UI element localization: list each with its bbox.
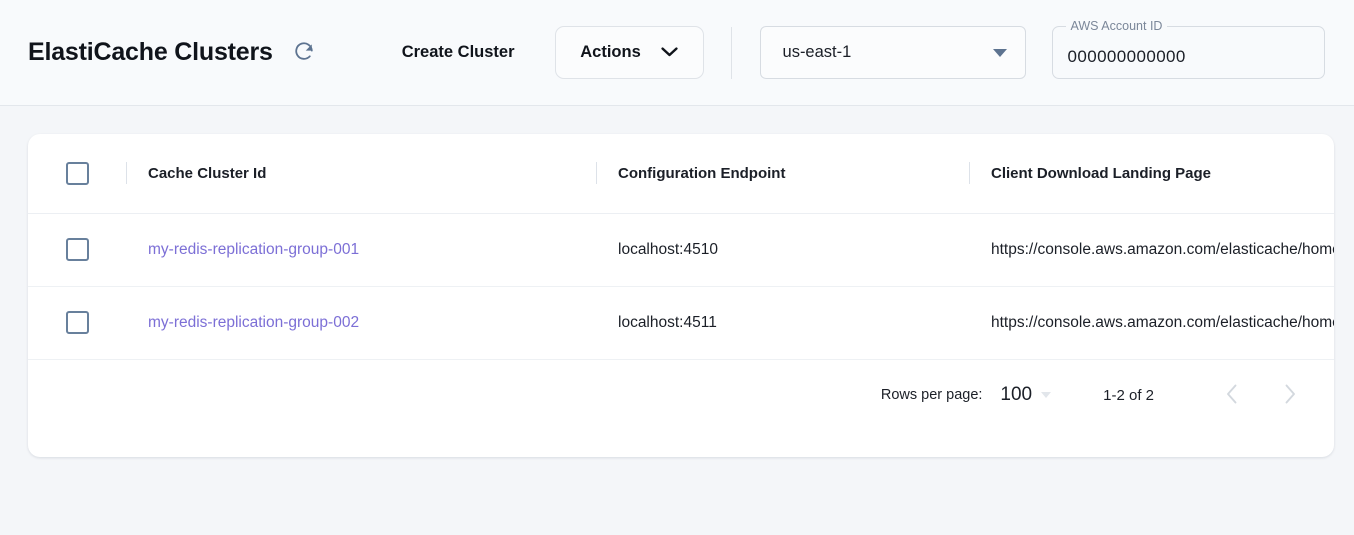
landing-page-value: https://console.aws.amazon.com/elasticac… <box>991 240 1334 258</box>
table-body: my-redis-replication-group-001 localhost… <box>28 213 1334 360</box>
app-header: ElastiCache Clusters Create Cluster Acti… <box>0 0 1354 106</box>
refresh-icon <box>293 40 315 65</box>
aws-account-id-input[interactable] <box>1051 26 1325 79</box>
chevron-right-icon <box>1284 384 1296 407</box>
actions-button[interactable]: Actions <box>554 26 704 79</box>
region-select-value: us-east-1 <box>782 43 852 61</box>
chevron-down-icon <box>661 43 678 62</box>
cell-landing-page: https://console.aws.amazon.com/elasticac… <box>969 286 1334 360</box>
rows-per-page-value: 100 <box>1000 384 1033 405</box>
column-header-landing-page[interactable]: Client Download Landing Page <box>969 134 1334 214</box>
clusters-table: Cache Cluster Id Configuration Endpoint … <box>28 134 1334 360</box>
column-header-cluster-id[interactable]: Cache Cluster Id <box>126 134 596 214</box>
page-title: ElastiCache Clusters <box>28 38 273 66</box>
cell-cluster-id: my-redis-replication-group-001 <box>126 213 596 287</box>
aws-account-id-field[interactable]: AWS Account ID <box>1051 19 1325 79</box>
table-header: Cache Cluster Id Configuration Endpoint … <box>28 134 1334 214</box>
row-select-cell <box>28 213 126 287</box>
config-endpoint-value: localhost:4511 <box>618 313 717 331</box>
cluster-id-link[interactable]: my-redis-replication-group-001 <box>148 240 360 258</box>
rows-per-page-label: Rows per page: <box>880 387 983 403</box>
table-pagination: Rows per page: 100 1-2 of 2 <box>28 360 1334 431</box>
cell-config-endpoint: localhost:4511 <box>596 286 969 360</box>
row-select-cell <box>28 286 126 360</box>
landing-page-value: https://console.aws.amazon.com/elasticac… <box>991 313 1334 331</box>
table-header-row: Cache Cluster Id Configuration Endpoint … <box>28 134 1334 214</box>
clusters-card: Cache Cluster Id Configuration Endpoint … <box>28 134 1334 457</box>
table-row[interactable]: my-redis-replication-group-001 localhost… <box>28 213 1334 287</box>
cell-config-endpoint: localhost:4510 <box>596 213 969 287</box>
actions-button-label: Actions <box>580 43 641 61</box>
cluster-id-link[interactable]: my-redis-replication-group-002 <box>148 313 360 331</box>
region-select[interactable]: us-east-1 <box>759 26 1026 79</box>
pagination-range: 1-2 of 2 <box>1103 386 1154 404</box>
row-checkbox[interactable] <box>66 238 89 261</box>
create-cluster-button[interactable]: Create Cluster <box>396 35 521 70</box>
table-row[interactable]: my-redis-replication-group-002 localhost… <box>28 286 1334 360</box>
rows-per-page-select[interactable]: 100 <box>1000 384 1052 406</box>
chevron-left-icon <box>1226 384 1238 407</box>
header-divider <box>730 26 732 79</box>
chevron-down-icon <box>1041 392 1052 398</box>
select-all-checkbox[interactable] <box>66 161 89 185</box>
config-endpoint-value: localhost:4510 <box>618 240 718 258</box>
next-page-button[interactable] <box>1268 373 1312 417</box>
cell-landing-page: https://console.aws.amazon.com/elasticac… <box>969 213 1334 287</box>
refresh-icon-button[interactable] <box>288 37 320 69</box>
column-header-config-endpoint[interactable]: Configuration Endpoint <box>596 134 969 214</box>
select-all-header <box>28 134 126 214</box>
previous-page-button[interactable] <box>1210 373 1254 417</box>
cell-cluster-id: my-redis-replication-group-002 <box>126 286 596 360</box>
dropdown-caret-icon <box>992 48 1007 57</box>
row-checkbox[interactable] <box>66 311 89 334</box>
